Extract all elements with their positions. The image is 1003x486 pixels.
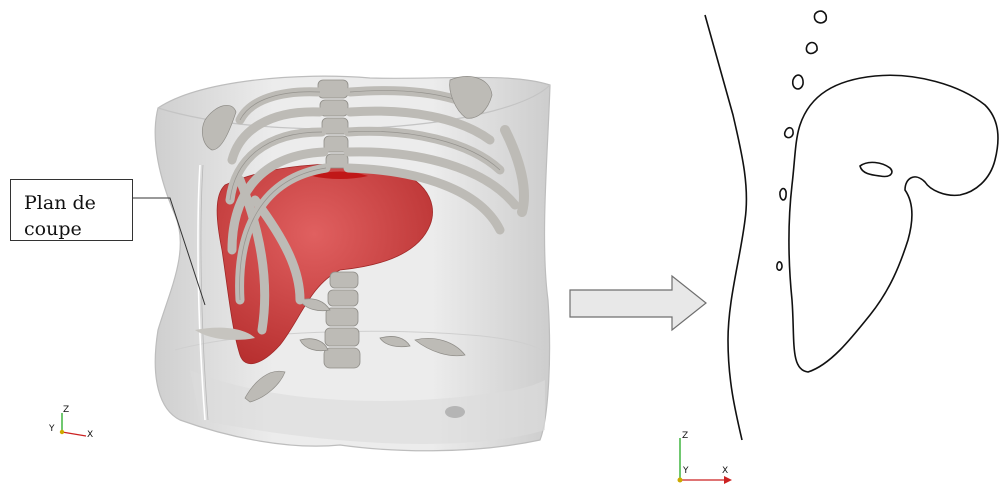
transition-arrow [570,276,706,330]
contour-slice [705,11,998,440]
axis-left-x-label: X [87,430,93,440]
axis-left-z-label: Z [63,405,69,415]
callout-line-2: coupe [24,216,132,242]
torso-render [155,76,550,451]
axis-right-x-label: X [722,466,728,476]
rib-section-1 [814,11,826,23]
liver-contour [789,75,998,372]
axis-triad-left [60,413,86,436]
axis-right-y-label: Y [683,466,689,476]
axis-triad-right [678,438,733,484]
callout-box: Plan de coupe [10,179,133,241]
axis-left-y-label: Y [49,424,55,434]
rib-section-5 [780,189,786,200]
vessel-contour [860,162,892,176]
rib-section-2 [806,43,817,54]
rib-section-3 [793,75,803,89]
axis-right-z-label: Z [682,431,688,441]
rib-section-6 [777,262,782,270]
navel [445,406,465,418]
callout-line-1: Plan de [24,190,132,216]
body-outline-contour [705,15,746,440]
rib-section-4 [785,128,793,138]
